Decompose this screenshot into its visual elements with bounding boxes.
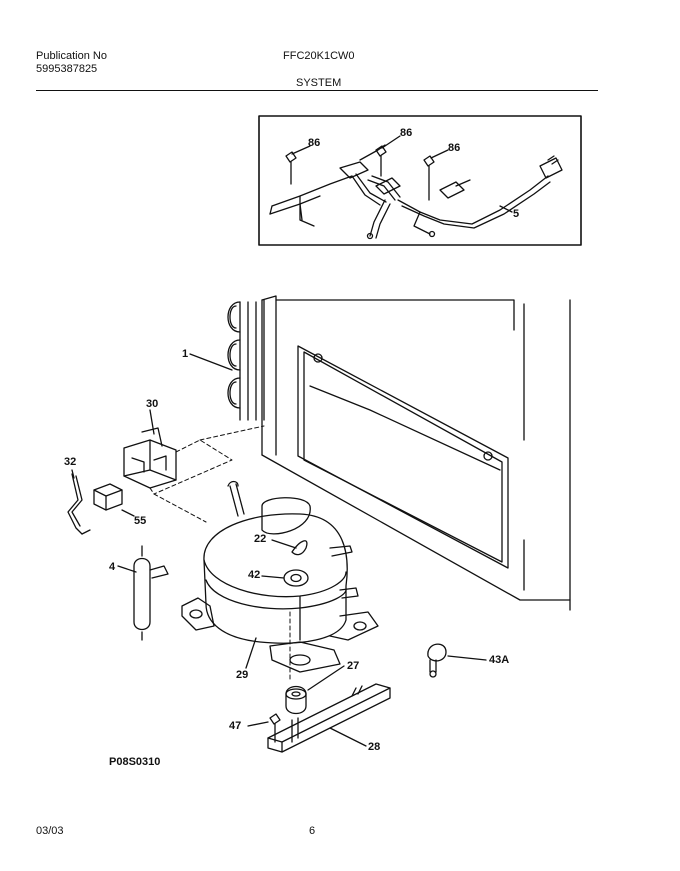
callout-27: 27 [347,660,360,672]
callout-30: 30 [146,398,159,410]
grommet [285,685,307,715]
callout-55: 55 [134,515,147,527]
header-divider [36,90,598,91]
condenser-coil [227,299,265,421]
screws-86 [285,145,435,201]
wire-clip [67,473,91,535]
screw-47 [269,713,281,743]
callout-5: 5 [513,208,520,220]
cabinet [261,295,571,611]
relay [123,427,177,489]
callout-42: 42 [248,569,261,581]
callout-86-right: 86 [448,142,461,154]
overload [93,483,123,511]
callout-86-left: 86 [308,137,321,149]
callout-4: 4 [109,561,116,573]
callout-29: 29 [236,669,249,681]
callout-86-middle: 86 [400,127,413,139]
callout-47: 47 [229,720,242,732]
callout-1: 1 [182,348,189,360]
publication-number: 5995387825 [36,63,98,75]
callout-22: 22 [254,533,267,545]
page-number: 6 [309,825,316,837]
footer-date: 03/03 [36,825,64,837]
figure-code: P08S0310 [109,756,161,768]
publication-label: Publication No [36,50,107,62]
callout-28: 28 [368,741,381,753]
callout-43a: 43A [489,654,510,666]
section-title: SYSTEM [296,77,342,89]
callout-32: 32 [64,456,77,468]
clamp [427,643,447,678]
mounting-rail [267,683,391,753]
compressor [181,480,379,673]
filter-drier [133,545,169,641]
wiring-inset-frame [258,115,582,246]
wiring-harness [269,144,563,240]
model-number: FFC20K1CW0 [283,50,355,62]
